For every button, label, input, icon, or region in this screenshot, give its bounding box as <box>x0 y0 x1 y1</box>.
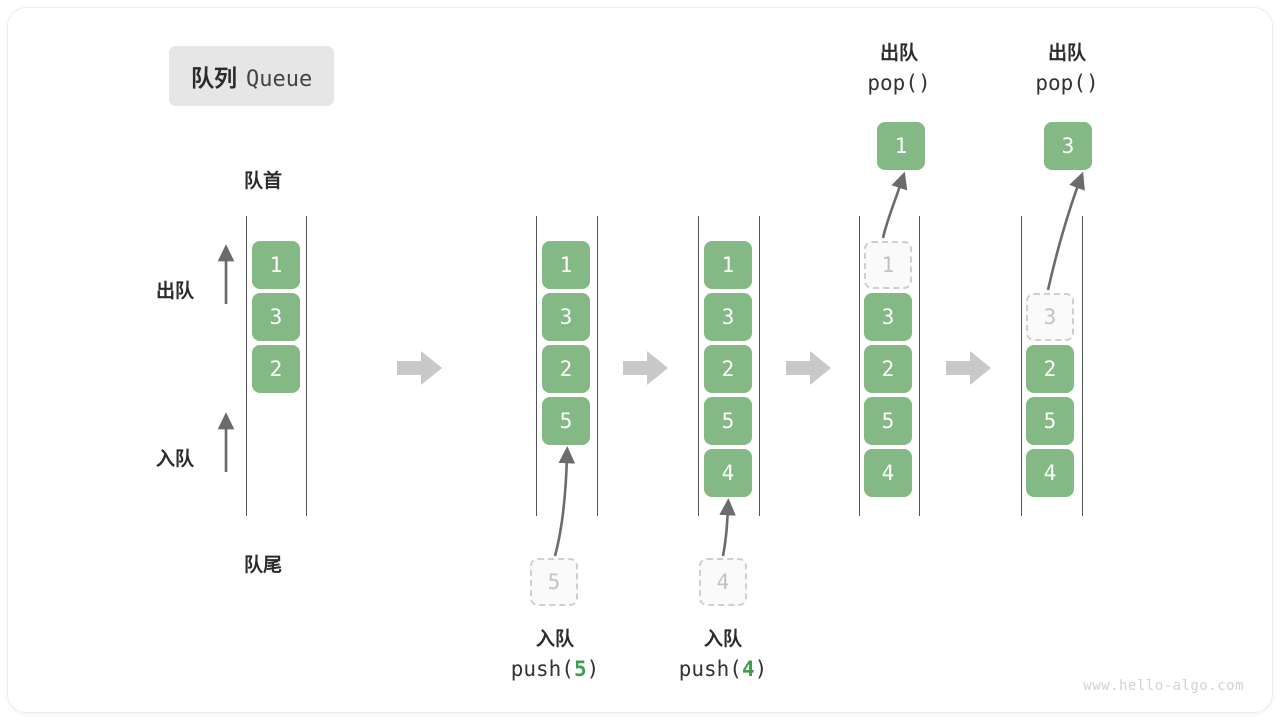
queue-cell: 4 <box>864 449 912 497</box>
outgoing-ghost-cell: 1 <box>864 241 912 289</box>
rail-right <box>919 216 920 516</box>
rail-right <box>759 216 760 516</box>
diagram-canvas: 队列 Queue 队首 队尾 出队 入队 1 3 2 1 3 2 5 5 <box>8 8 1272 712</box>
queue-cell: 5 <box>704 397 752 445</box>
queue-cell: 5 <box>864 397 912 445</box>
rail-left <box>698 216 699 516</box>
popped-value-cell: 1 <box>877 122 925 170</box>
step-arrow-icon <box>397 351 442 385</box>
step-arrow-icon <box>623 351 668 385</box>
dequeue-direction-arrow-icon <box>217 244 235 304</box>
operation-code: pop() <box>867 70 931 95</box>
queue-head-label: 队首 <box>244 171 283 192</box>
operation-cn: 入队 <box>703 629 742 650</box>
operation-code: push(5) <box>510 656 600 681</box>
popped-value-cell: 3 <box>1044 122 1092 170</box>
push-operation-label-2: 入队 push(4) <box>653 626 793 684</box>
step-arrow-icon <box>946 351 991 385</box>
rail-left <box>246 216 247 516</box>
queue-cell: 2 <box>252 345 300 393</box>
pop-arrow-icon <box>881 171 908 239</box>
queue-cell: 2 <box>704 345 752 393</box>
queue-cell: 3 <box>252 293 300 341</box>
rail-right <box>597 216 598 516</box>
queue-cell-new: 5 <box>542 397 590 445</box>
operation-cn: 出队 <box>879 43 918 64</box>
incoming-ghost-cell: 4 <box>699 558 747 606</box>
incoming-ghost-cell: 5 <box>530 558 578 606</box>
title-en: Queue <box>246 67 313 92</box>
rail-left <box>1021 216 1022 516</box>
operation-cn: 出队 <box>1047 43 1086 64</box>
queue-cell: 2 <box>864 345 912 393</box>
outgoing-ghost-cell: 3 <box>1026 293 1074 341</box>
pop-arrow-icon <box>1046 171 1085 291</box>
rail-left <box>859 216 860 516</box>
push-operation-label-1: 入队 push(5) <box>485 626 625 684</box>
operation-cn: 入队 <box>535 629 574 650</box>
queue-cell: 1 <box>542 241 590 289</box>
push-arrow-icon <box>719 498 736 557</box>
queue-cell: 3 <box>864 293 912 341</box>
push-arrow-icon <box>553 446 576 557</box>
queue-tail-label: 队尾 <box>244 555 283 576</box>
dequeue-direction-label: 出队 <box>156 281 195 302</box>
queue-cell: 1 <box>704 241 752 289</box>
queue-cell: 1 <box>252 241 300 289</box>
pop-operation-label-1: 出队 pop() <box>831 40 967 98</box>
enqueue-direction-arrow-icon <box>217 412 235 472</box>
queue-cell: 3 <box>704 293 752 341</box>
queue-cell: 2 <box>542 345 590 393</box>
queue-cell: 2 <box>1026 345 1074 393</box>
pop-operation-label-2: 出队 pop() <box>999 40 1135 98</box>
watermark: www.hello-algo.com <box>1083 678 1244 694</box>
operation-code: pop() <box>1035 70 1099 95</box>
enqueue-direction-label: 入队 <box>156 449 195 470</box>
queue-cell: 5 <box>1026 397 1074 445</box>
operation-code: push(4) <box>678 656 768 681</box>
title-cn: 队列 <box>191 65 237 91</box>
queue-cell: 3 <box>542 293 590 341</box>
rail-right <box>306 216 307 516</box>
queue-cell-new: 4 <box>704 449 752 497</box>
rail-right <box>1082 216 1083 516</box>
rail-left <box>536 216 537 516</box>
queue-cell: 4 <box>1026 449 1074 497</box>
title-badge: 队列 Queue <box>169 46 335 106</box>
step-arrow-icon <box>786 351 831 385</box>
